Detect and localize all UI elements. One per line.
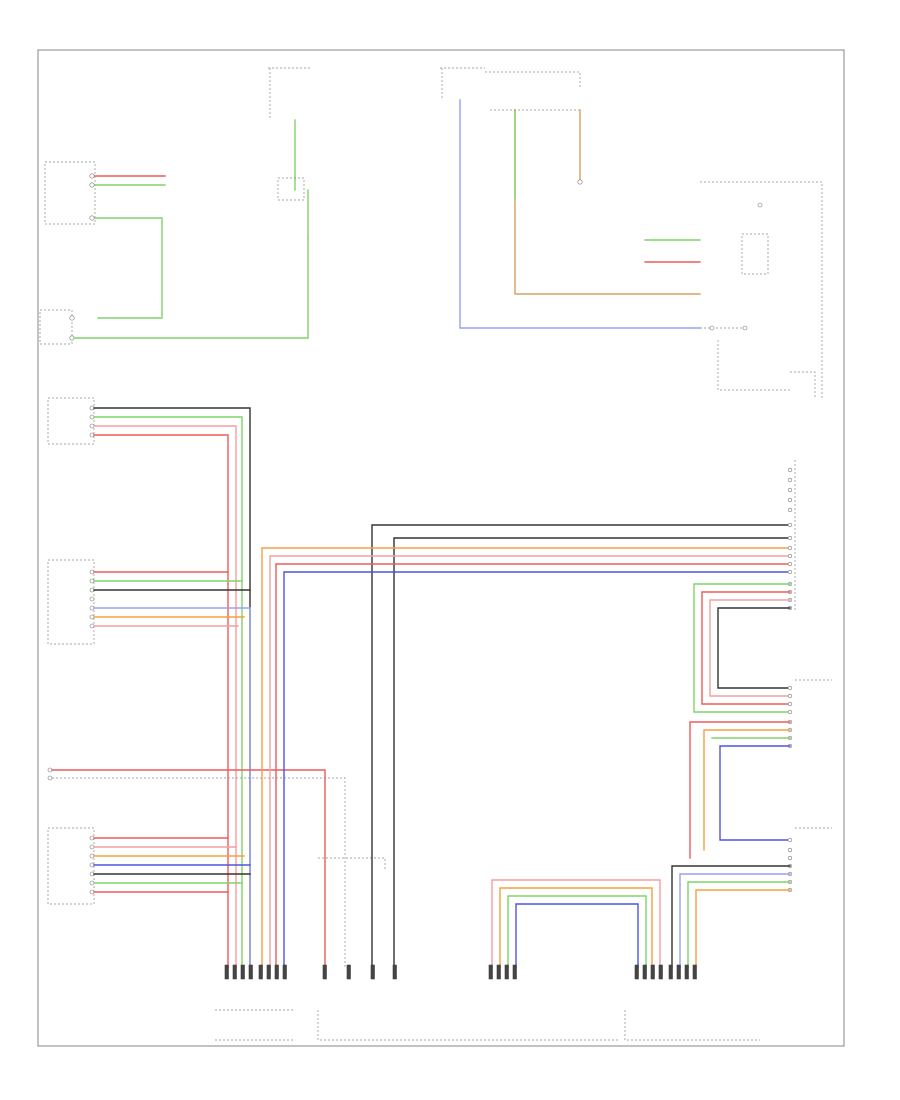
junction-block-top — [268, 67, 310, 239]
bottom-connector-rear-center — [480, 964, 620, 1041]
ecu-to-rear-wires — [693, 583, 791, 713]
fuse-block — [39, 309, 75, 345]
clearance-warning-ecu — [787, 460, 796, 611]
right-front-sensor-wires — [93, 407, 251, 969]
rear-group-2-wires — [671, 865, 791, 969]
center-bus — [261, 524, 791, 969]
parking-assist-ecu — [440, 67, 701, 329]
left-front-corner-wires — [93, 837, 251, 893]
ecm-wires — [94, 175, 166, 319]
left-front-corner-sensor — [47, 827, 95, 905]
right-rear-corner-sensor — [787, 679, 832, 749]
engine-control-module — [44, 161, 96, 225]
rear-center-sensor — [491, 879, 661, 969]
combination-meter — [644, 181, 823, 398]
front-center-wires — [93, 571, 251, 969]
right-front-sensor — [47, 397, 95, 445]
rear-group-1-wires — [689, 721, 791, 859]
bottom-connector-left — [215, 964, 295, 1041]
front-center-ultrasonic-sensor — [47, 559, 95, 645]
left-rear-sensor — [787, 827, 832, 893]
bottom-connector-center — [317, 964, 480, 1041]
center-junction-line — [47, 767, 386, 969]
fuse-wire-green — [73, 237, 309, 339]
bottom-connector-right — [624, 964, 760, 1041]
diagram-frame — [37, 49, 845, 1047]
